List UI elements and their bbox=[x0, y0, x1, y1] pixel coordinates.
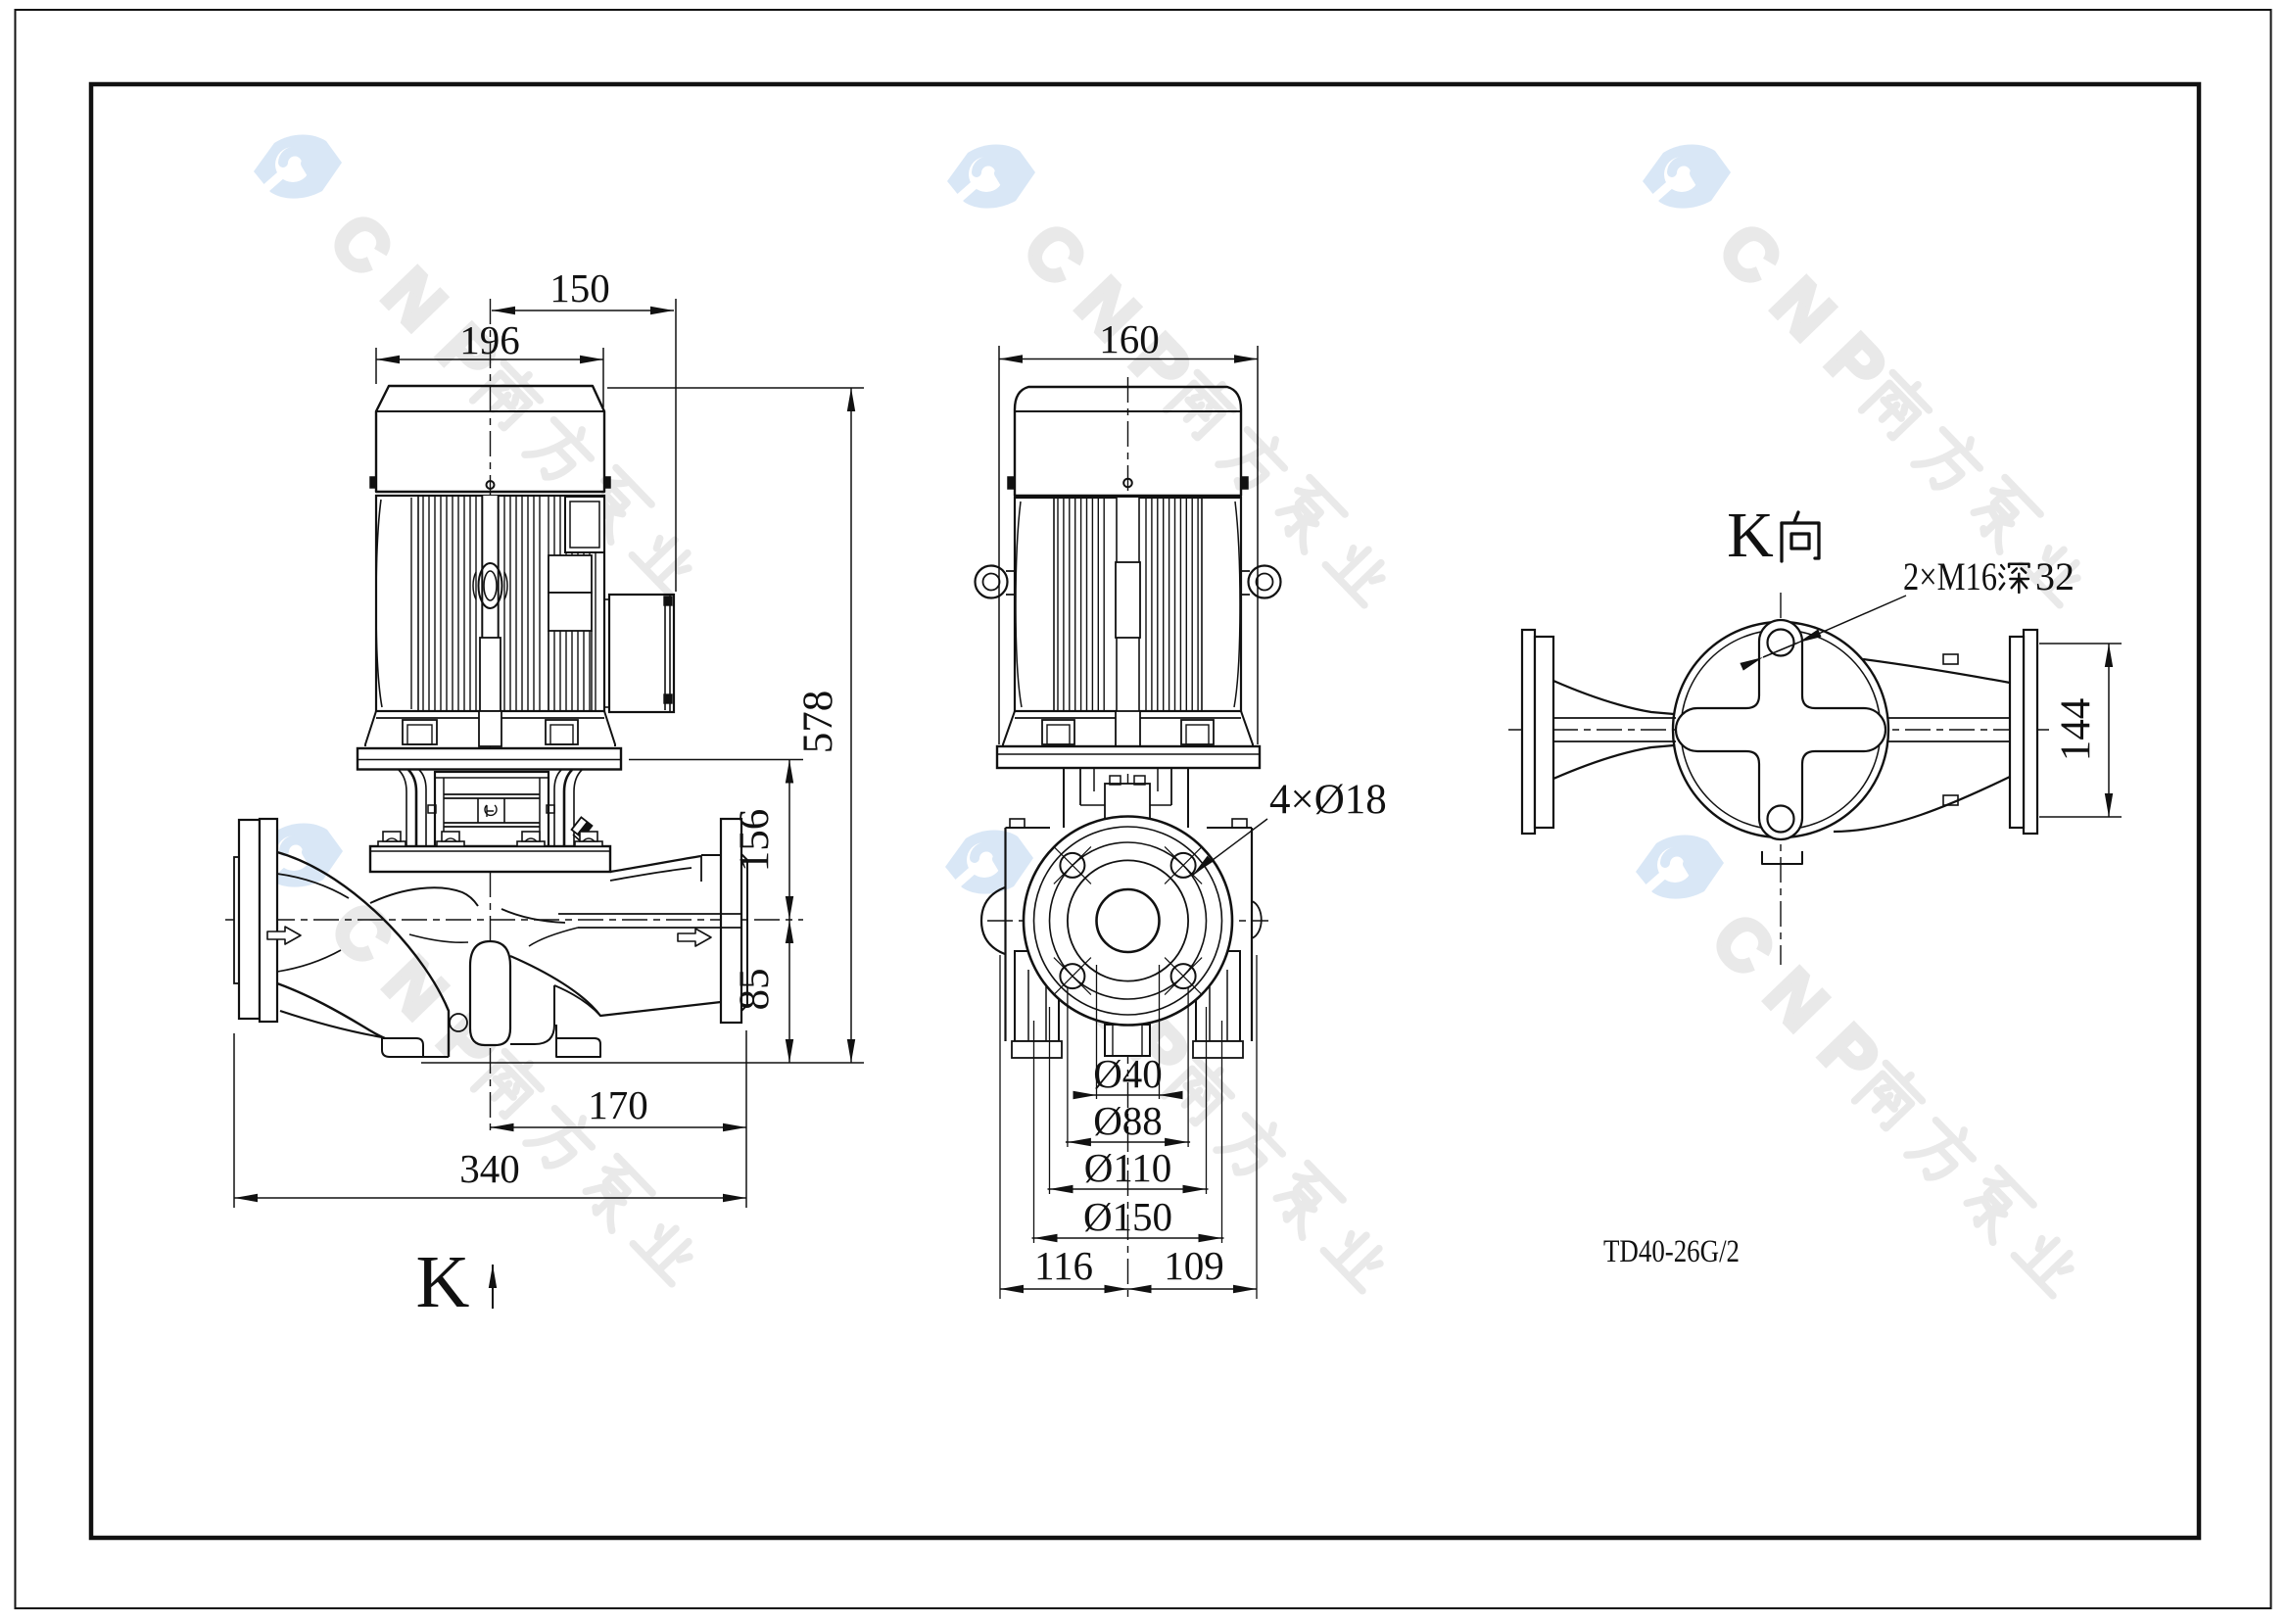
svg-text:32: 32 bbox=[2035, 554, 2075, 598]
svg-text:116: 116 bbox=[1034, 1243, 1093, 1288]
svg-text:Ø150: Ø150 bbox=[1083, 1194, 1172, 1239]
svg-text:109: 109 bbox=[1164, 1243, 1224, 1288]
svg-text:TD40-26G/2: TD40-26G/2 bbox=[1603, 1234, 1740, 1269]
svg-text:170: 170 bbox=[588, 1082, 648, 1127]
svg-text:340: 340 bbox=[459, 1146, 520, 1191]
svg-text:K: K bbox=[1727, 500, 1774, 571]
svg-text:150: 150 bbox=[549, 265, 610, 310]
svg-text:85: 85 bbox=[732, 969, 778, 1011]
svg-text:160: 160 bbox=[1099, 316, 1160, 361]
svg-text:Ø88: Ø88 bbox=[1093, 1098, 1163, 1143]
svg-text:156: 156 bbox=[732, 809, 778, 873]
svg-text:4×Ø18: 4×Ø18 bbox=[1269, 777, 1387, 823]
svg-text:196: 196 bbox=[459, 317, 520, 362]
svg-text:Ø40: Ø40 bbox=[1093, 1051, 1163, 1096]
svg-text:2×M16: 2×M16 bbox=[1903, 554, 1997, 598]
svg-text:144: 144 bbox=[2053, 698, 2099, 762]
svg-text:578: 578 bbox=[795, 691, 841, 754]
svg-text:Ø110: Ø110 bbox=[1084, 1145, 1172, 1190]
svg-text:K: K bbox=[416, 1241, 470, 1323]
